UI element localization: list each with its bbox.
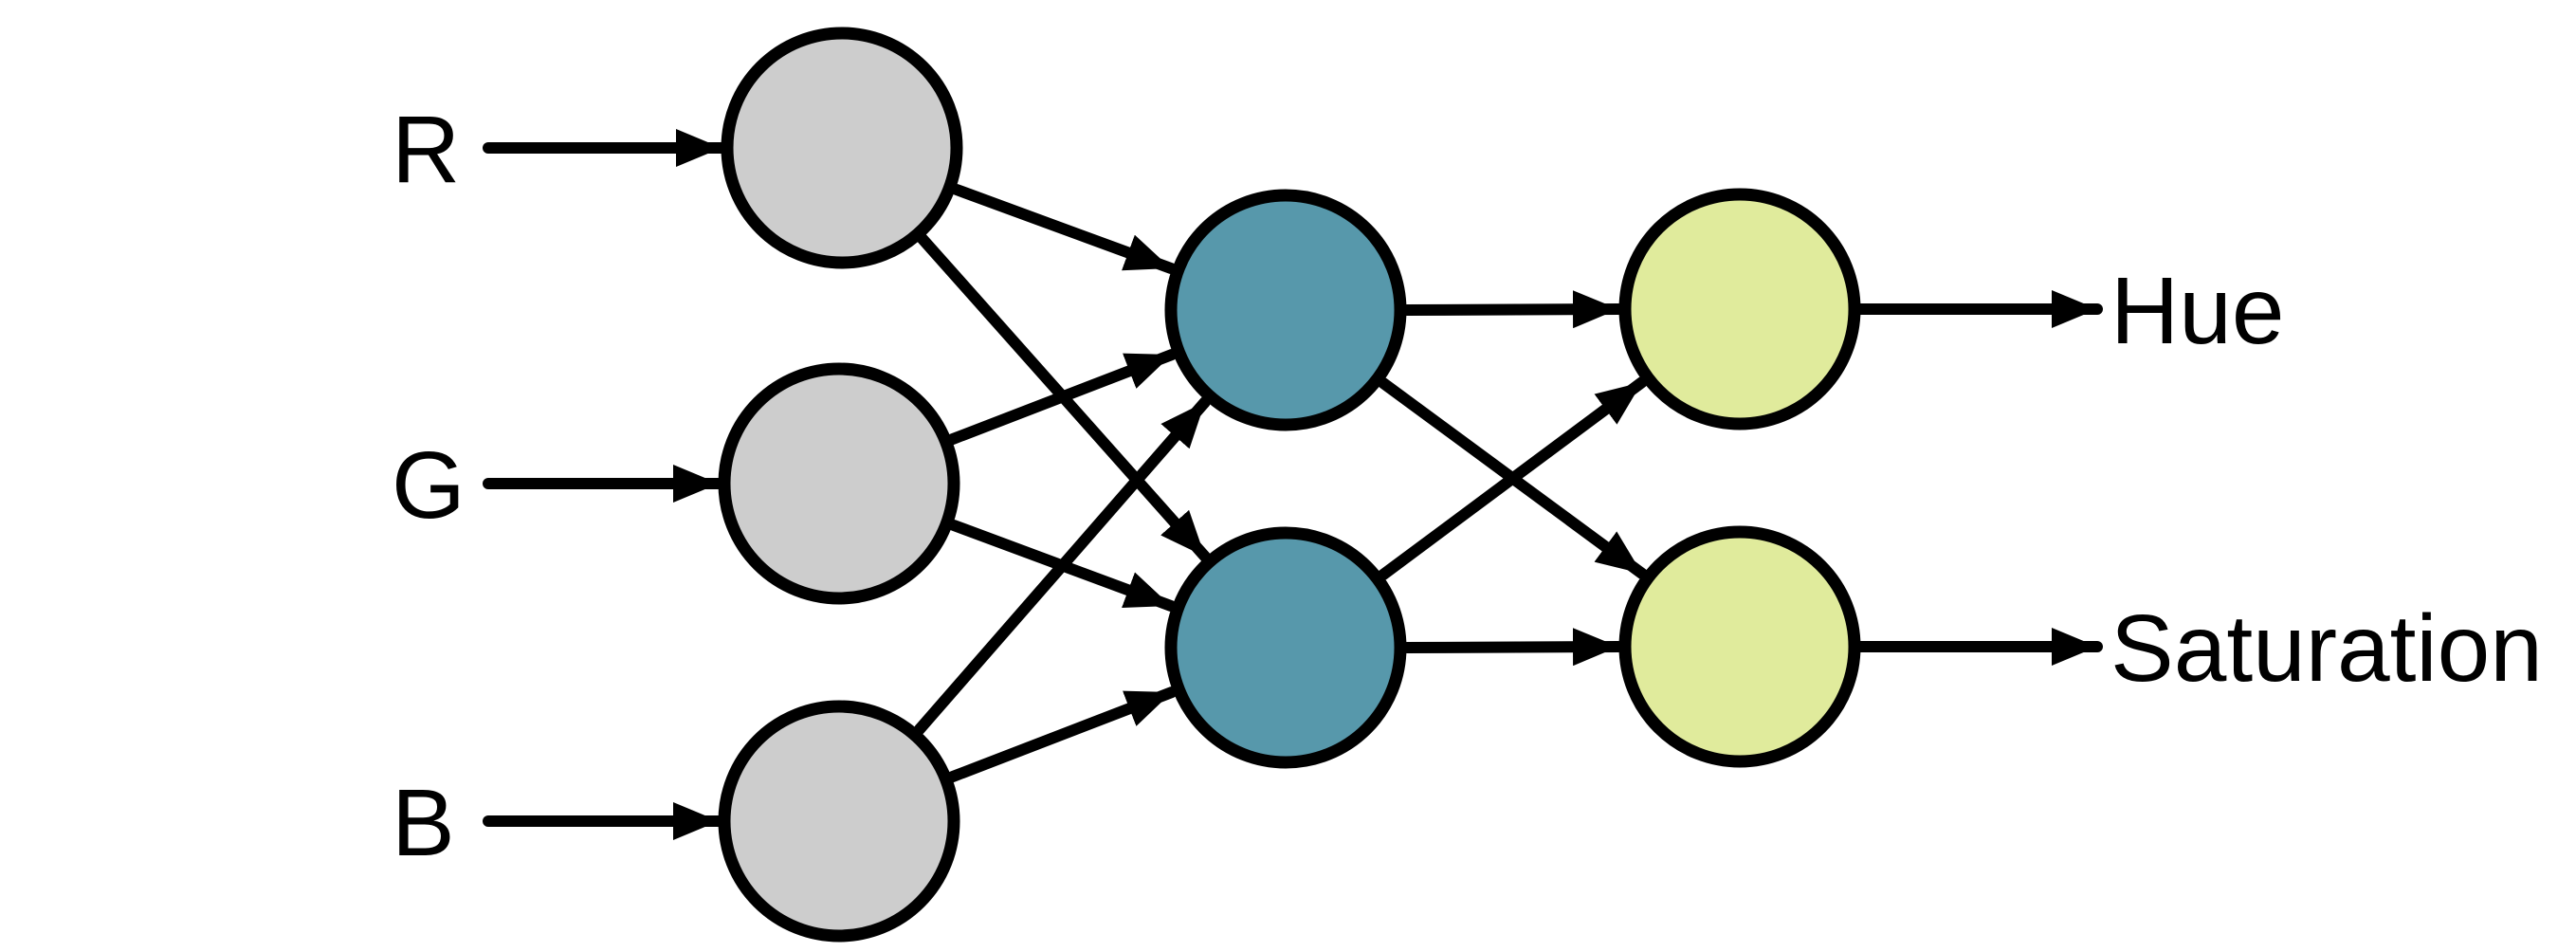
output-node-Saturation xyxy=(1618,525,1861,768)
output-label-Saturation: Saturation xyxy=(2110,595,2543,702)
edge-in3-h1 xyxy=(914,396,1211,735)
input-node-B xyxy=(718,700,960,943)
input-node-R xyxy=(721,27,963,269)
input-label-B: B xyxy=(392,770,455,876)
hidden-node-2 xyxy=(1164,526,1407,769)
edge-h2-out1 xyxy=(1378,376,1648,580)
edge-in1-h1 xyxy=(951,184,1177,274)
edge-in3-h2 xyxy=(947,687,1178,782)
hidden-node-1 xyxy=(1164,189,1407,431)
edge-in2-h1 xyxy=(947,349,1178,445)
edges-layer xyxy=(483,129,2103,840)
input-node-G xyxy=(718,362,960,605)
nodes-layer xyxy=(718,27,1861,943)
edge-h2-out2 xyxy=(1401,628,1624,667)
output-label-Hue: Hue xyxy=(2110,258,2284,364)
input-label-R: R xyxy=(392,97,460,203)
output-node-Hue xyxy=(1618,188,1861,430)
edge-h1-out1 xyxy=(1401,290,1624,329)
input-label-G: G xyxy=(392,432,466,539)
